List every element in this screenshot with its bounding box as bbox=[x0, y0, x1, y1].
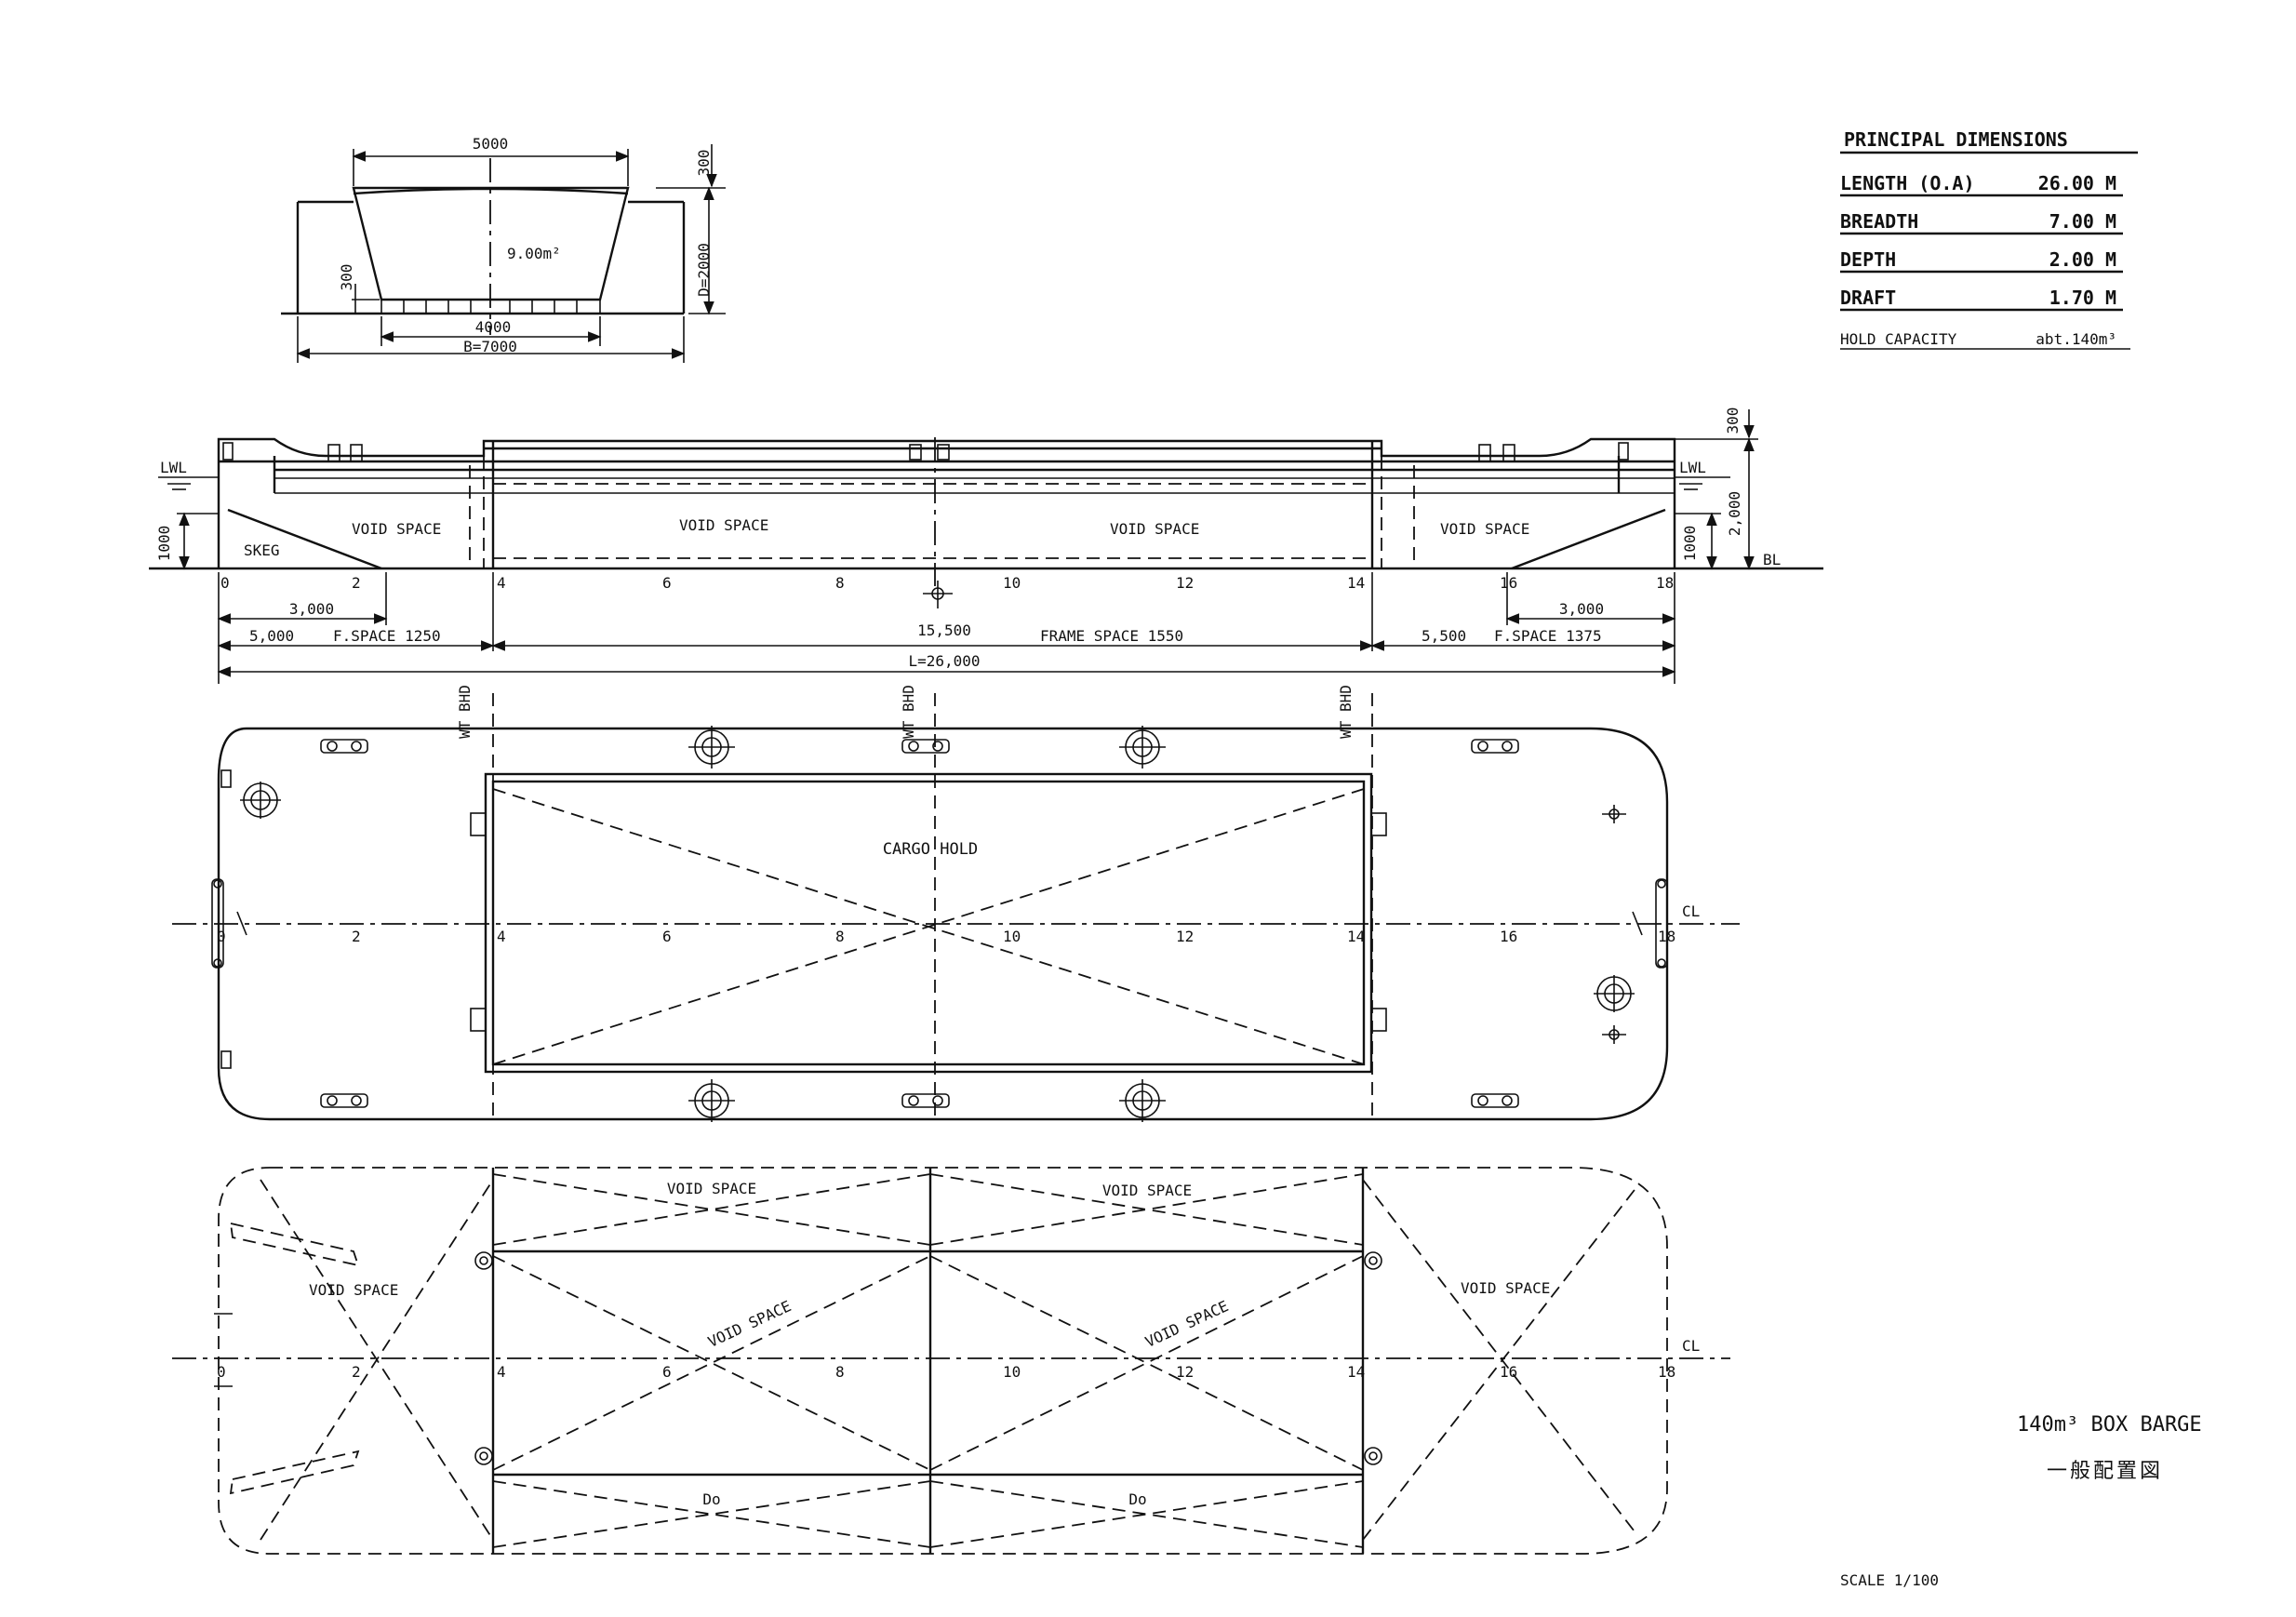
profile-depth-right: 2,000 bbox=[1726, 491, 1743, 536]
floor-stiffeners bbox=[403, 300, 578, 314]
profile-fspace-aft: F.SPACE 1250 bbox=[333, 627, 441, 645]
section-bottom-width: 4000 bbox=[475, 318, 512, 336]
profile-dim-skeg-right: 3,000 bbox=[1559, 600, 1604, 618]
section-camber: 300 bbox=[695, 150, 713, 177]
bottom-frame-12: 12 bbox=[1176, 1363, 1194, 1381]
profile-draft-right: 1000 bbox=[1681, 526, 1699, 562]
profile-void-mid-fwd: VOID SPACE bbox=[1110, 520, 1199, 538]
profile-dim-mid: 15,500 bbox=[917, 621, 971, 639]
bhd-label-mid: WT BHD bbox=[900, 685, 917, 739]
plan-frame-2: 2 bbox=[352, 928, 361, 945]
dim-value-draft: 1.70 M bbox=[2049, 287, 2116, 309]
deck-manholes bbox=[240, 726, 1635, 1122]
bottom-void-bow: VOID SPACE bbox=[1461, 1279, 1550, 1297]
principal-dimensions-table: PRINCIPAL DIMENSIONS LENGTH (O.A) 26.00 … bbox=[1840, 128, 2138, 350]
profile-lwl-left: LWL bbox=[160, 459, 187, 476]
profile-bl: BL bbox=[1763, 551, 1781, 568]
profile-frame-16: 16 bbox=[1500, 574, 1517, 592]
profile-lwl-right: LWL bbox=[1679, 459, 1706, 476]
bottom-do-aft: Do bbox=[702, 1490, 720, 1508]
dim-label-hold: HOLD CAPACITY bbox=[1840, 330, 1957, 348]
profile-frame-14: 14 bbox=[1347, 574, 1365, 592]
profile-draft-left: 1000 bbox=[155, 526, 173, 562]
profile-length: L=26,000 bbox=[908, 652, 980, 670]
bottom-frame-8: 8 bbox=[835, 1363, 845, 1381]
bottom-frame-16: 16 bbox=[1500, 1363, 1517, 1381]
profile-dim-fwd: 5,500 bbox=[1422, 627, 1466, 645]
bottom-frame-numbers: 0 2 4 6 8 10 12 14 16 18 bbox=[217, 1363, 1675, 1381]
cargo-hold-label: CARGO HOLD bbox=[883, 840, 978, 859]
profile-frame-numbers: 0 2 4 6 8 10 12 14 16 18 bbox=[220, 574, 1674, 592]
bottom-void-mid-aft: VOID SPACE bbox=[705, 1297, 794, 1351]
deck-bollards bbox=[320, 739, 1519, 1108]
section-floor-height: 300 bbox=[338, 264, 355, 291]
bottom-frame-6: 6 bbox=[662, 1363, 672, 1381]
deck-plan: WT BHD WT BHD WT BHD CARGO HOLD CL bbox=[172, 685, 1740, 1122]
bottom-frame-0: 0 bbox=[217, 1363, 226, 1381]
principal-dimensions-heading: PRINCIPAL DIMENSIONS bbox=[1844, 128, 2068, 151]
section-top-width: 5000 bbox=[473, 135, 509, 153]
plan-frame-4: 4 bbox=[497, 928, 506, 945]
bottom-frame-2: 2 bbox=[352, 1363, 361, 1381]
title-block: 140m³ BOX BARGE 一般配置図 SCALE 1/100 bbox=[1840, 1413, 2202, 1589]
profile-frame-0: 0 bbox=[220, 574, 230, 592]
drawing-subtitle: 一般配置図 bbox=[2047, 1460, 2163, 1483]
dim-label-depth: DEPTH bbox=[1840, 248, 1896, 271]
bhd-label-fwd: WT BHD bbox=[1337, 685, 1355, 739]
section-depth: D=2000 bbox=[695, 243, 713, 297]
bottom-do-fwd: Do bbox=[1128, 1490, 1146, 1508]
drawing-title: 140m³ BOX BARGE bbox=[2017, 1413, 2202, 1437]
plan-frame-12: 12 bbox=[1176, 928, 1194, 945]
bottom-void-mid-fwd: VOID SPACE bbox=[1142, 1297, 1231, 1351]
profile-skeg-label: SKEG bbox=[244, 541, 280, 559]
bottom-void-stern: VOID SPACE bbox=[309, 1281, 398, 1299]
drawing-scale: SCALE 1/100 bbox=[1840, 1571, 1939, 1589]
bottom-frame-10: 10 bbox=[1003, 1363, 1021, 1381]
profile-frame-4: 4 bbox=[497, 574, 506, 592]
profile-frame-2: 2 bbox=[352, 574, 361, 592]
profile-void-mid-aft: VOID SPACE bbox=[679, 516, 768, 534]
profile-fspace-fwd: F.SPACE 1375 bbox=[1494, 627, 1602, 645]
profile-void-aft: VOID SPACE bbox=[352, 520, 441, 538]
plan-frame-numbers: 0 2 4 6 8 10 12 14 16 18 bbox=[217, 928, 1675, 945]
plan-frame-10: 10 bbox=[1003, 928, 1021, 945]
profile-frame-space-mid: FRAME SPACE 1550 bbox=[1040, 627, 1183, 645]
plan-frame-16: 16 bbox=[1500, 928, 1517, 945]
dim-label-draft: DRAFT bbox=[1840, 287, 1896, 309]
bottom-frame-14: 14 bbox=[1347, 1363, 1365, 1381]
plan-frame-18: 18 bbox=[1658, 928, 1675, 945]
bhd-label-aft: WT BHD bbox=[456, 685, 474, 739]
midship-section: 5000 9.00m² 4000 B=7000 D=2000 300 300 bbox=[281, 135, 726, 363]
bottom-void-top-fwd: VOID SPACE bbox=[1102, 1182, 1192, 1199]
plan-cl: CL bbox=[1682, 902, 1700, 920]
profile-dim-skeg-left: 3,000 bbox=[289, 600, 334, 618]
dim-label-length: LENGTH (O.A) bbox=[1840, 172, 1975, 194]
profile-frame-6: 6 bbox=[662, 574, 672, 592]
dim-label-breadth: BREADTH bbox=[1840, 210, 1918, 233]
bottom-cl: CL bbox=[1682, 1337, 1700, 1355]
profile-sheer-right: 300 bbox=[1724, 408, 1742, 434]
plan-frame-14: 14 bbox=[1347, 928, 1365, 945]
bottom-plan: CL VOID SPACE VOID SPACE VOID SPACE VOID… bbox=[172, 1167, 1730, 1555]
profile-void-fwd: VOID SPACE bbox=[1440, 520, 1529, 538]
profile-frame-8: 8 bbox=[835, 574, 845, 592]
profile-frame-18: 18 bbox=[1656, 574, 1674, 592]
dim-value-length: 26.00 M bbox=[2038, 172, 2116, 194]
profile-frame-10: 10 bbox=[1003, 574, 1021, 592]
section-area: 9.00m² bbox=[507, 245, 561, 262]
dim-value-breadth: 7.00 M bbox=[2049, 210, 2116, 233]
profile-frame-12: 12 bbox=[1176, 574, 1194, 592]
plan-frame-0: 0 bbox=[217, 928, 226, 945]
bottom-frame-18: 18 bbox=[1658, 1363, 1675, 1381]
bottom-void-top-aft: VOID SPACE bbox=[667, 1180, 756, 1197]
plan-frame-8: 8 bbox=[835, 928, 845, 945]
section-breadth: B=7000 bbox=[463, 338, 517, 355]
dim-value-hold: abt.140m³ bbox=[2036, 330, 2116, 348]
profile-dim-aft: 5,000 bbox=[249, 627, 294, 645]
plan-frame-6: 6 bbox=[662, 928, 672, 945]
bottom-frame-4: 4 bbox=[497, 1363, 506, 1381]
profile-view: LWL LWL BL 1000 1000 2,000 300 SKEG VOID… bbox=[149, 408, 1823, 684]
dim-value-depth: 2.00 M bbox=[2049, 248, 2116, 271]
